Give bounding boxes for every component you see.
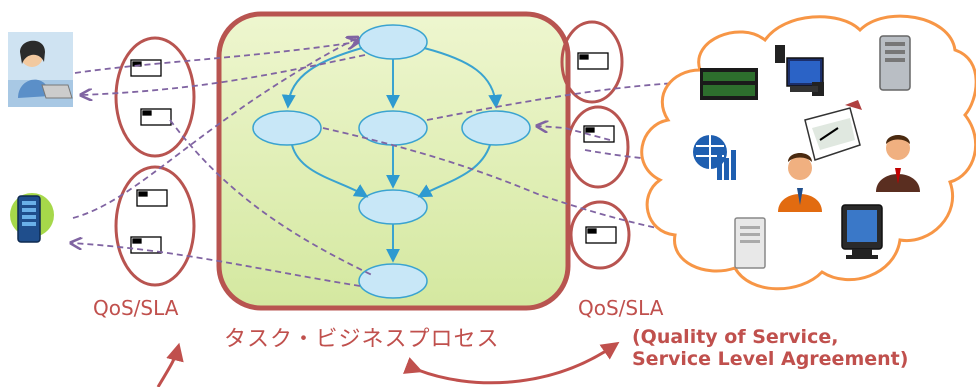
qos-definition-line-2: Service Level Agreement) [632, 348, 909, 370]
qos-sla-label-left: QoS/SLA [93, 296, 179, 320]
envelope-icon [130, 59, 162, 77]
qos-definition-line-1: (Quality of Service, [632, 326, 839, 348]
envelope-icon [136, 189, 168, 207]
qos-ellipse-right-2 [566, 105, 630, 189]
qos-sla-definition: (Quality of Service, Service Level Agree… [632, 326, 908, 370]
process-node-start [358, 24, 428, 60]
business-process-title: タスク・ビジネスプロセス [224, 327, 500, 352]
building-chart-icon [693, 135, 736, 180]
monitor-icon [841, 204, 883, 259]
process-nodes [252, 24, 531, 299]
process-node-left [252, 110, 322, 146]
qos-sla-label-right: QoS/SLA [578, 296, 664, 320]
qos-ellipse-left-top [114, 36, 196, 158]
envelope-icon [577, 52, 609, 70]
qos-link-arrow-right [403, 341, 620, 385]
person-orange-icon [778, 153, 822, 212]
server-tower-icon [879, 35, 911, 91]
woman-at-laptop-icon [8, 32, 73, 107]
envelope-icon [140, 108, 172, 126]
message-flows [72, 38, 730, 287]
businessman-icon [876, 135, 920, 192]
server-rack-icon [10, 193, 54, 243]
qos-ellipse-left-bottom [114, 165, 196, 287]
qos-ellipse-right-1 [560, 20, 624, 104]
qos-link-arrow-left [156, 342, 184, 387]
service-cloud [640, 14, 976, 291]
process-node-join [358, 189, 428, 225]
envelope-icons [130, 52, 617, 254]
envelope-icon [130, 236, 162, 254]
stock-ticker-icon [700, 68, 758, 100]
process-node-middle [358, 110, 428, 146]
server-icon [734, 217, 766, 269]
qos-groups [114, 20, 631, 287]
tablet-pen-icon [804, 100, 862, 161]
process-node-right [461, 110, 531, 146]
process-node-end [358, 263, 428, 299]
envelope-icon [583, 125, 615, 143]
qos-ellipse-right-3 [569, 200, 631, 270]
desktop-computer-icon [775, 45, 824, 96]
envelope-icon [585, 226, 617, 244]
process-flow-arrows [281, 47, 503, 263]
